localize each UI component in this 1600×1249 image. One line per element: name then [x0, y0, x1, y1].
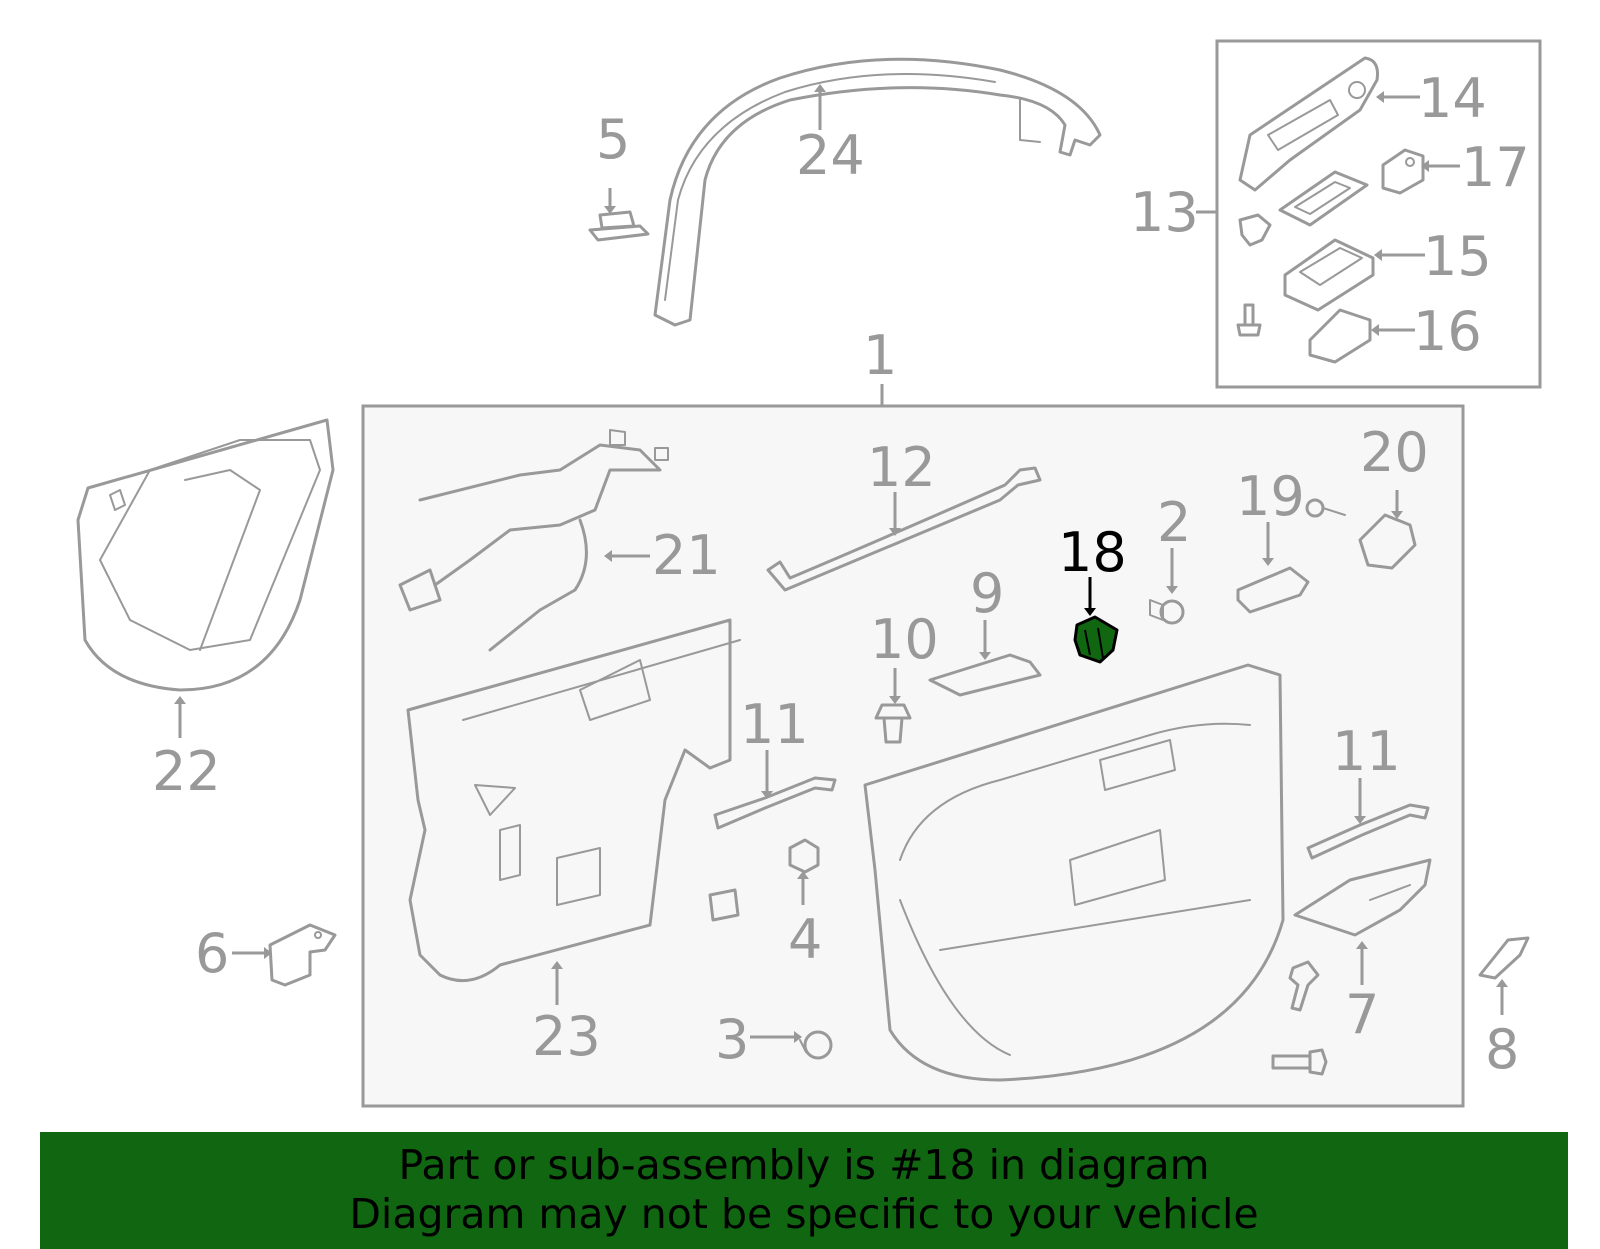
callout-labels: 1 2 3 4 5 6 7 8 9 10 11 11 12 13 14 15 1… [152, 67, 1530, 1081]
callout-20: 20 [1360, 421, 1429, 484]
part-bolt-bottom [1271, 1048, 1328, 1076]
part-screw-19 [1305, 498, 1346, 518]
callout-1: 1 [863, 324, 897, 387]
part-3-screw [799, 1030, 833, 1060]
banner-line-2: Diagram may not be specific to your vehi… [349, 1190, 1259, 1238]
part-12-cable [766, 466, 1042, 592]
part-11-rod-right [1306, 803, 1430, 860]
part-6-bracket [268, 923, 337, 987]
part-11-rod-left [713, 776, 837, 830]
part-22-deflector [76, 418, 335, 692]
part-14-bezel [1238, 56, 1379, 192]
part-16-switch [1308, 308, 1372, 364]
part-4-nut [788, 838, 820, 874]
callout-13: 13 [1130, 181, 1199, 244]
part-18-highlighted [1073, 615, 1119, 664]
part-23-trim-panel [406, 618, 741, 983]
banner-line-1: Part or sub-assembly is #18 in diagram [398, 1141, 1210, 1189]
callout-9: 9 [970, 562, 1004, 625]
part-21-harness [398, 429, 669, 652]
part-screw-small [1236, 303, 1262, 337]
callout-8: 8 [1485, 1018, 1519, 1081]
part-8-cap [1478, 936, 1530, 980]
callout-17: 17 [1461, 136, 1530, 199]
part-9-insulator [928, 653, 1042, 697]
part-door-trim-assembly [863, 663, 1285, 1082]
callout-11-right: 11 [1332, 720, 1401, 783]
callout-15: 15 [1423, 225, 1492, 288]
callout-3: 3 [715, 1008, 749, 1071]
part-2-pin [1149, 599, 1185, 625]
callout-18: 18 [1058, 521, 1127, 584]
callout-4: 4 [788, 908, 822, 971]
part-5-clip [588, 210, 650, 242]
part-small-clip [1238, 213, 1272, 247]
part-bolt-7 [1288, 960, 1320, 1012]
callout-22: 22 [152, 740, 221, 803]
part-window-plate [1278, 170, 1369, 227]
callout-5: 5 [596, 108, 630, 171]
callout-2: 2 [1157, 491, 1191, 554]
callout-7: 7 [1345, 983, 1379, 1046]
part-19-handle [1236, 566, 1310, 614]
callout-19: 19 [1236, 465, 1305, 528]
part-10-grommet [874, 703, 912, 744]
callout-21: 21 [652, 524, 721, 587]
callout-6: 6 [195, 922, 229, 985]
callout-11-left: 11 [740, 693, 809, 756]
callout-10: 10 [870, 608, 939, 671]
part-7-bracket [1293, 858, 1432, 937]
part-clip-4 [708, 888, 740, 922]
callout-23: 23 [532, 1005, 601, 1068]
info-banner: Part or sub-assembly is #18 in diagram D… [40, 1132, 1568, 1249]
callout-16: 16 [1413, 300, 1482, 363]
leader-arrows [174, 84, 1508, 1043]
part-20-bracket [1358, 513, 1417, 570]
part-24-molding [653, 57, 1102, 327]
callout-14: 14 [1418, 67, 1487, 130]
part-15-switch [1283, 238, 1375, 312]
callout-12: 12 [867, 436, 936, 499]
callout-24: 24 [796, 124, 865, 187]
part-17-switch [1381, 148, 1425, 195]
